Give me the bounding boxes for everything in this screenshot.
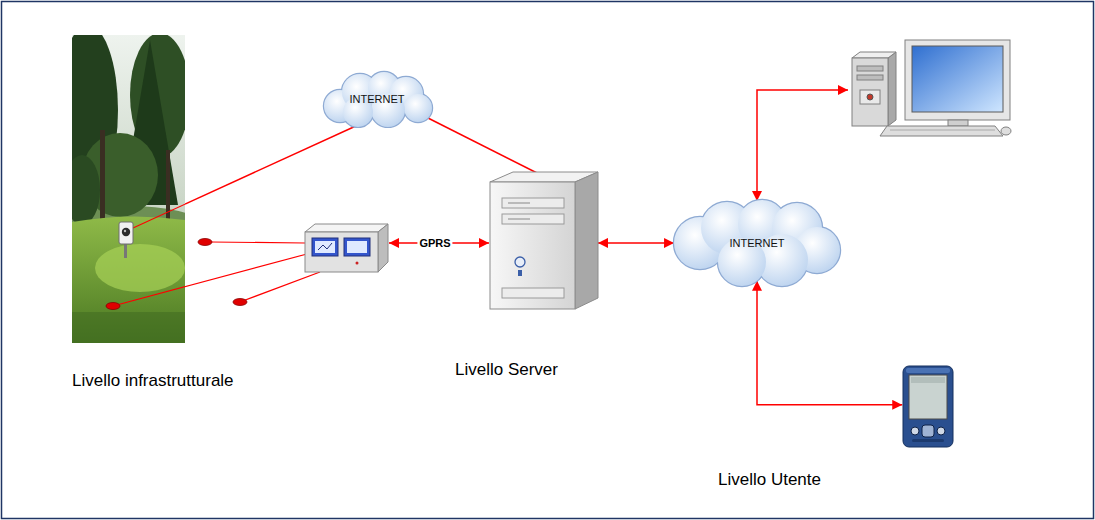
cloud-fill (674, 200, 840, 286)
sensor-dots (198, 239, 247, 306)
infrastructure-scene-shape (72, 35, 185, 343)
gateway-device-part (344, 238, 370, 256)
gateway-device (305, 224, 388, 272)
desktop-pc-part (912, 46, 1003, 112)
level-caption: Livello infrastrutturale (72, 371, 234, 391)
pc-link (757, 90, 848, 201)
internet-cloud: INTERNET (318, 70, 436, 128)
level-caption: Livello Server (455, 360, 558, 380)
server-tower-shape-part (502, 198, 564, 208)
network-link (428, 118, 545, 177)
link-label: GPRS (417, 237, 452, 249)
desktop-pc-part (888, 52, 896, 126)
gateway-device-part (305, 224, 388, 232)
desktop-pc-part (852, 58, 888, 126)
cloud-outline (674, 200, 840, 286)
infrastructure-scene-shape-part (95, 244, 185, 292)
server-tower-shape-part (518, 270, 522, 276)
infrastructure-scene-shape-part (72, 312, 185, 343)
internet-cloud: INTERNET (672, 198, 842, 288)
desktop-pc-part (860, 90, 880, 104)
gateway-device-part (305, 232, 378, 272)
desktop-pc-part (852, 52, 896, 58)
desktop-pc-part (948, 120, 968, 126)
gateway-device-part (315, 241, 335, 253)
connector-layer-part (185, 118, 902, 405)
cloud-text-holder: INTERNET (672, 198, 842, 288)
gateway-device-part (312, 238, 338, 256)
pda-device-shape-part (911, 377, 945, 383)
network-link (757, 281, 902, 405)
network-link (185, 125, 358, 204)
cloud-label: INTERNET (730, 237, 785, 249)
gateway-device-part (378, 224, 388, 272)
infrastructure-scene-shape-part (119, 222, 133, 244)
infrastructure-scene: Livello infrastrutturale (72, 35, 185, 343)
infrastructure-scene-shape-part (113, 254, 185, 306)
desktop-pc-part (1001, 127, 1011, 135)
cloud-fill (324, 72, 432, 127)
pda-device-shape-part (922, 425, 934, 437)
infrastructure-scene-shape-part (106, 303, 120, 310)
gateway-device-part (356, 262, 359, 265)
infrastructure-scene-shape-part (124, 230, 126, 232)
infrastructure-scene-shape-part (124, 244, 127, 258)
cloud-fill-part (404, 94, 432, 122)
server-tower-shape-part (490, 182, 575, 309)
infrastructure-scene-shape-part (122, 228, 130, 236)
server-tower-shape-part (502, 214, 564, 224)
infrastructure-scene-shape-part (166, 150, 170, 225)
server-tower-shape-part (515, 257, 525, 267)
server-tower-shape-part (508, 219, 530, 220)
infrastructure-scene-shape-part (100, 130, 105, 225)
cloud-outline (324, 72, 432, 127)
cloud-outline-part (404, 94, 432, 122)
infrastructure-scene-shape-part (133, 204, 185, 228)
sensor-wires-part (211, 242, 305, 243)
pda-device-shape-part (903, 366, 953, 447)
pda-device-shape-part (906, 368, 950, 373)
server-tower-shape-part (575, 172, 598, 309)
desktop-pc-part (867, 94, 873, 100)
pda-device-shape (900, 365, 956, 448)
pda-device-shape-part (912, 439, 944, 442)
infrastructure-scene-shape-part (72, 216, 185, 343)
server-tower-shape-part (502, 288, 564, 298)
pda-device-shape-part (937, 427, 945, 435)
desktop-pc (852, 40, 1011, 136)
infrastructure-scene-shape-part (72, 155, 100, 225)
desktop-pc-part (880, 126, 1003, 136)
desktop-pc-part (857, 75, 883, 80)
server-tower-shape-part (508, 203, 530, 204)
pda-device-shape-part (909, 375, 947, 419)
gateway-device-part (347, 241, 367, 253)
desktop-pc-part (890, 130, 995, 131)
network-link (598, 242, 674, 244)
sensor-dots-part (233, 299, 247, 306)
desktop-pc-part (857, 66, 883, 71)
cloud-text-holder: INTERNET (318, 70, 436, 128)
pda-device: Livello Utente (900, 365, 956, 448)
cloud-label: INTERNET (350, 93, 405, 105)
level-caption: Livello Utente (718, 470, 821, 490)
gateway-device-part (318, 243, 332, 250)
desktop-pc-part (905, 40, 1010, 120)
server-tower: Livello Server (480, 170, 605, 310)
server-tower-shape (480, 170, 605, 310)
pda-device-shape-part (911, 427, 919, 435)
sensor-dots-part (198, 239, 212, 246)
sensor-wires-part (240, 272, 320, 302)
